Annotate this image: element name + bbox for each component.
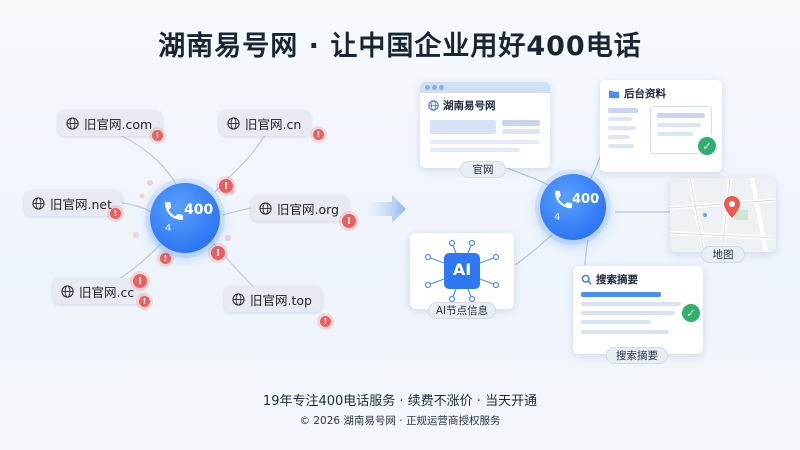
map-card <box>670 178 776 252</box>
hub-small-digit: 4 <box>165 223 172 234</box>
hub-number: 400 <box>184 202 214 218</box>
warning-icon: ! <box>160 253 171 264</box>
phone-icon <box>554 190 573 209</box>
warning-icon: ! <box>133 274 147 288</box>
warning-icon: ! <box>152 130 163 141</box>
globe-icon <box>32 196 45 210</box>
domain-label: 旧官网.net <box>50 196 112 212</box>
globe-icon <box>232 292 245 306</box>
map-pin-icon <box>724 196 740 218</box>
ai-label: AI <box>452 260 472 279</box>
hub-small-digit: 4 <box>554 212 561 223</box>
warning-icon: ! <box>219 179 233 193</box>
website-caption: 官网 <box>460 161 506 178</box>
globe-icon <box>66 116 79 130</box>
domain-label: 旧官网.org <box>277 201 339 217</box>
ai-caption: AI节点信息 <box>428 302 496 319</box>
globe-icon <box>428 100 439 111</box>
globe-icon <box>259 201 272 215</box>
check-icon: ✓ <box>698 137 716 155</box>
domain-label: 旧官网.top <box>250 292 312 308</box>
search-title: 搜索摘要 <box>596 274 638 286</box>
search-caption: 搜索摘要 <box>606 347 668 364</box>
website-name: 湖南易号网 <box>443 100 496 112</box>
search-card: 搜索摘要 <box>573 266 703 354</box>
globe-icon <box>61 284 74 298</box>
folder-icon <box>609 90 619 98</box>
page-title: 湖南易号网 · 让中国企业用好400电话 <box>158 31 642 62</box>
phone-icon <box>165 202 183 220</box>
domain-pill: 旧官网.net <box>24 190 122 216</box>
domain-pill: 旧官网.top <box>224 286 322 312</box>
hub-400-right: 400 4 <box>540 174 606 240</box>
backend-card: 后台资料 <box>600 80 722 172</box>
domain-label: 旧官网.com <box>84 116 153 132</box>
warning-icon: ! <box>313 129 324 140</box>
domain-pill: 旧官网.com <box>58 110 163 136</box>
warning-icon: ! <box>320 316 331 327</box>
globe-icon <box>227 116 240 130</box>
hub-400-left: 400 4 <box>150 183 220 253</box>
tagline: 19年专注400电话服务 · 续费不涨价 · 当天开通 <box>262 394 538 409</box>
domain-pill: 旧官网.cc <box>53 278 145 304</box>
domain-label: 旧官网.cc <box>79 284 135 300</box>
check-icon: ✓ <box>682 304 700 322</box>
website-card: 湖南易号网 <box>420 82 550 168</box>
arrow-right <box>368 195 406 223</box>
warning-icon: ! <box>211 246 225 260</box>
warning-icon: ! <box>139 296 150 307</box>
hub-number: 400 <box>572 192 600 207</box>
domain-pill: 旧官网.cn <box>219 110 312 136</box>
domain-label: 旧官网.cn <box>245 116 302 132</box>
copyright: © 2026 湖南易号网 · 正规运营商授权服务 <box>299 415 501 427</box>
warning-icon: ! <box>110 208 121 219</box>
map-caption: 地图 <box>701 246 745 263</box>
warning-icon: ! <box>342 214 356 228</box>
backend-title: 后台资料 <box>624 88 666 100</box>
ai-card: AI <box>410 233 514 309</box>
ai-chip-icon <box>424 239 500 303</box>
search-icon <box>581 274 592 285</box>
domain-pill: 旧官网.org <box>251 195 349 221</box>
map-graphic <box>670 178 776 252</box>
